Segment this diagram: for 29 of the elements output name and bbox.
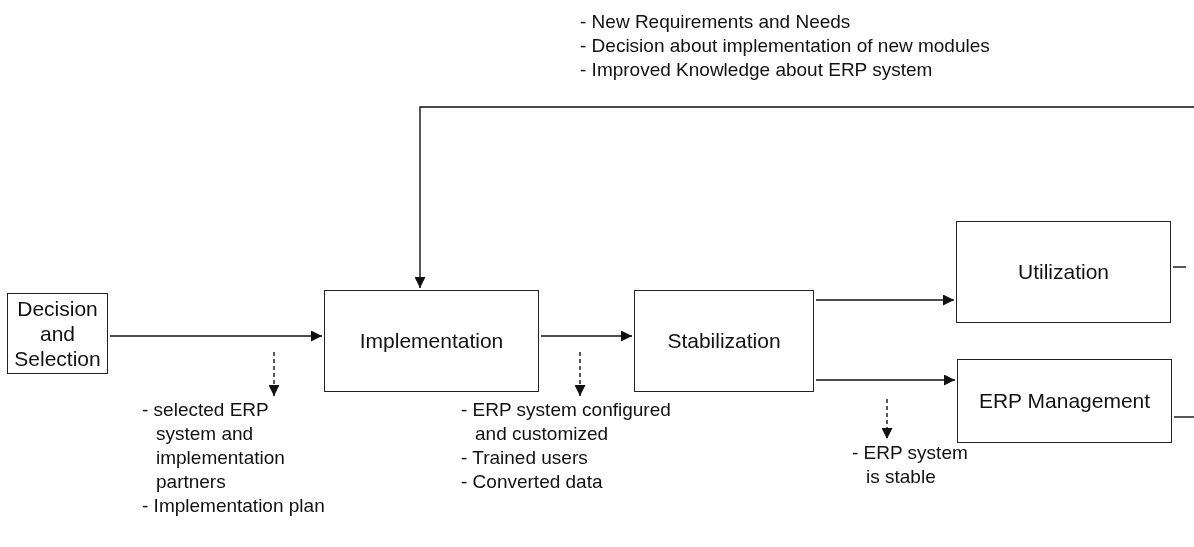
note-text: - New Requirements and Needs <box>580 10 851 34</box>
stage-label: Decision and Selection <box>13 295 102 372</box>
connector-line <box>1173 416 1194 418</box>
stage-label: ERP Management <box>978 388 1151 414</box>
bullet-item: - Converted data <box>461 470 604 494</box>
arrow <box>109 330 323 342</box>
process-box <box>957 359 1172 443</box>
note-text: - Improved Knowledge about ERP system <box>580 58 933 82</box>
process-box <box>7 293 108 374</box>
process-box <box>324 290 539 392</box>
note-text: - Decision about implementation of new modules <box>580 34 990 58</box>
arrow <box>540 330 633 342</box>
arrow <box>815 294 955 306</box>
bullet-item: - Implementation plan <box>142 494 326 518</box>
bullet-item: - selected ERP system and implementation partners <box>142 398 286 494</box>
dashed-arrow <box>268 351 280 397</box>
arrow <box>815 374 956 386</box>
bullet-item: - ERP system is stable <box>852 441 969 489</box>
dashed-arrow <box>574 351 586 397</box>
bullet-item: - ERP system configured and customized <box>461 398 672 446</box>
stage-label: Implementation <box>359 328 504 354</box>
process-box <box>956 221 1171 323</box>
bullet-item: - Trained users <box>461 446 589 470</box>
connector-line <box>1172 266 1187 268</box>
stage-label: Stabilization <box>667 328 781 354</box>
stage-label: Utilization <box>1017 259 1109 285</box>
process-box <box>634 290 814 392</box>
arrow <box>414 106 1194 289</box>
dashed-arrow <box>881 398 893 440</box>
